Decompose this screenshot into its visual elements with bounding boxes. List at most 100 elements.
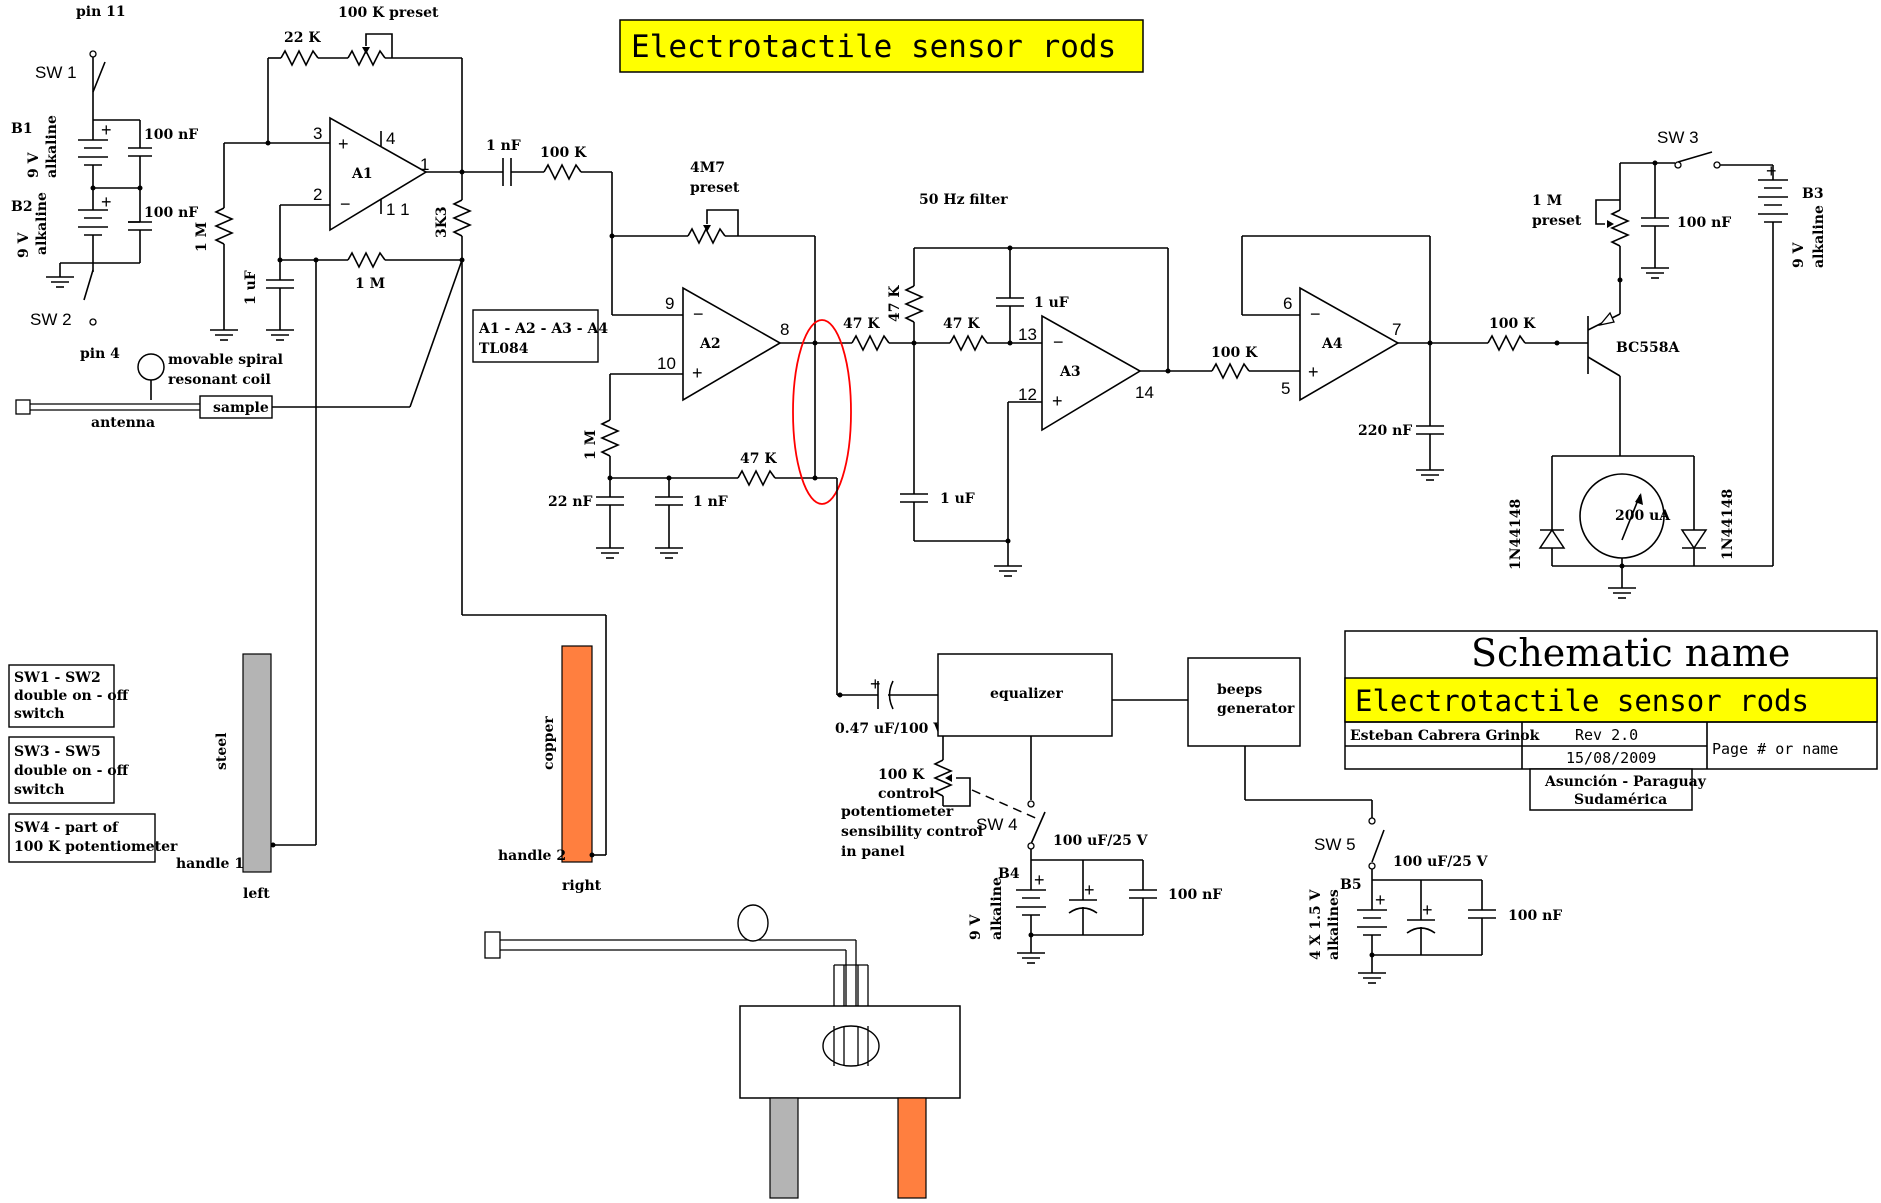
sw4-linkage: [971, 789, 1041, 821]
a1-pin2: 2: [313, 185, 322, 204]
r47k-a2-label: 47 K: [740, 451, 777, 467]
diode-left: [1538, 528, 1566, 549]
junction-dot: [277, 257, 283, 263]
preset1m-label: 1 M: [1532, 193, 1562, 209]
junction-dot: [1554, 340, 1560, 346]
sw4-terminal: [1027, 800, 1035, 808]
sw4-lever: [1030, 811, 1046, 845]
sw5-lever: [1371, 829, 1385, 863]
a4-label: A4: [1321, 336, 1343, 352]
copper-label: copper: [541, 716, 557, 770]
r3k3: [452, 199, 472, 237]
c100nf-b2-label: 100 nF: [144, 205, 198, 221]
pot100k-label: 100 K: [878, 767, 925, 783]
pot-potentiometer: potentiometer: [841, 804, 954, 820]
b1-type: alkaline: [44, 115, 60, 178]
pin11-label: pin 11: [76, 4, 126, 20]
c047-label: 0.47 uF/100 V: [835, 721, 945, 737]
spiral-coil-icon: [137, 353, 165, 381]
r1m-a2-label: 1 M: [583, 430, 599, 460]
a2-label: A2: [699, 336, 721, 352]
handle2-label: handle 2: [498, 848, 566, 864]
c100nf-b4-label: 100 nF: [1168, 887, 1222, 903]
device-steel-rod: [769, 1097, 799, 1199]
note-1-line2: double on - off: [14, 688, 130, 704]
handles: steel handle 1 left copper handle 2 righ…: [176, 645, 606, 902]
a2-pin8: 8: [780, 320, 789, 339]
b2-voltage: 9 V: [16, 231, 32, 258]
battery-section: pin 11 SW 1 100 nF + B1 9 V alkaline +: [11, 4, 198, 362]
sw2-lever: [83, 269, 94, 301]
r100k-base: [1487, 334, 1526, 352]
a2-stage: 4M7 preset A2 − + 9 10 8 1 M 22 nF: [548, 160, 878, 698]
device-antenna-tip: [484, 931, 501, 959]
a3-label: A3: [1059, 364, 1081, 380]
b1-label: B1: [11, 121, 33, 137]
a4-pin7: 7: [1392, 320, 1401, 339]
c100nf-b1-label: 100 nF: [144, 127, 198, 143]
r47k-2-label: 47 K: [943, 316, 980, 332]
a3-pin14: 14: [1135, 383, 1154, 402]
sw4-label: SW 4: [976, 815, 1018, 834]
junction-dot: [137, 185, 143, 191]
c1uf-filter-label: 1 uF: [1034, 295, 1069, 311]
output-stage: BC558A 1 M preset 100 nF SW 3: [1508, 128, 1827, 599]
a2-pin9: 9: [665, 294, 674, 313]
sw1-label: SW 1: [35, 63, 77, 82]
r47k-a2: [737, 469, 776, 487]
opamp-a2: [682, 286, 782, 402]
sw2-label: SW 2: [30, 310, 72, 329]
a2-pin10: 10: [657, 354, 676, 373]
sw3-label: SW 3: [1657, 128, 1699, 147]
author: Esteban Cabrera Grinok: [1350, 728, 1540, 744]
c1uf-gnd-label: 1 uF: [940, 491, 975, 507]
sw5-terminal: [1368, 817, 1376, 825]
pin4-label: pin 4: [80, 346, 120, 362]
c1uf-a1-label: 1 uF: [243, 270, 259, 305]
b5-voltage: 4 X 1.5 V: [1308, 888, 1324, 960]
diode-left-label: 1N44148: [1508, 499, 1524, 570]
svg-text:+: +: [870, 674, 881, 694]
b1-voltage: 9 V: [26, 151, 42, 178]
junction-dot: [589, 852, 595, 858]
schematic-name: Schematic name: [1471, 631, 1790, 675]
svg-text:+: +: [338, 134, 349, 154]
note-box-3: [8, 813, 156, 863]
junction-dot: [1028, 932, 1034, 938]
sw5-label: SW 5: [1314, 835, 1356, 854]
revision: Rev 2.0: [1575, 726, 1638, 744]
svg-text:−: −: [1053, 332, 1064, 352]
equalizer-box: [937, 653, 1113, 737]
transistor-label: BC558A: [1616, 340, 1680, 356]
meter-label: 200 uA: [1615, 508, 1671, 524]
pot100k: [933, 759, 953, 797]
c100uf-b5-label: 100 uF/25 V: [1393, 854, 1489, 870]
diode-right: [1680, 529, 1708, 550]
page-name: Page # or name: [1712, 740, 1838, 758]
location-line1: Asunción - Paraguay: [1544, 774, 1707, 790]
svg-text:+: +: [692, 363, 703, 383]
r3k3-label: 3K3: [434, 206, 450, 238]
note-1-line1: SW1 - SW2: [14, 670, 101, 686]
note-3-line1: SW4 - part of: [14, 820, 119, 836]
c1nf-a2-label: 1 nF: [693, 494, 728, 510]
svg-text:+: +: [1084, 880, 1095, 900]
b5-label: B5: [1340, 877, 1362, 893]
a3-pin13: 13: [1018, 325, 1037, 344]
b3-type: alkaline: [1811, 205, 1827, 268]
opamp-note-line2: TL084: [479, 341, 529, 357]
sw4-terminal-2: [1027, 842, 1035, 850]
opamp-a1: [329, 116, 428, 232]
preset4m7-label: 4M7: [690, 160, 725, 176]
r47k-1-label: 47 K: [843, 316, 880, 332]
c100nf-preset-label: 100 nF: [1677, 215, 1731, 231]
r22k-label: 22 K: [284, 30, 321, 46]
b4-label: B4: [998, 866, 1020, 882]
switch-notes: SW1 - SW2 double on - off switch SW3 - S…: [8, 664, 178, 863]
b1-plus: +: [101, 120, 112, 140]
svg-text:+: +: [1308, 362, 1319, 382]
b3-voltage: 9 V: [1791, 241, 1807, 268]
b4-plus: +: [1034, 870, 1045, 890]
r1m-a1-label: 1 M: [194, 222, 210, 252]
